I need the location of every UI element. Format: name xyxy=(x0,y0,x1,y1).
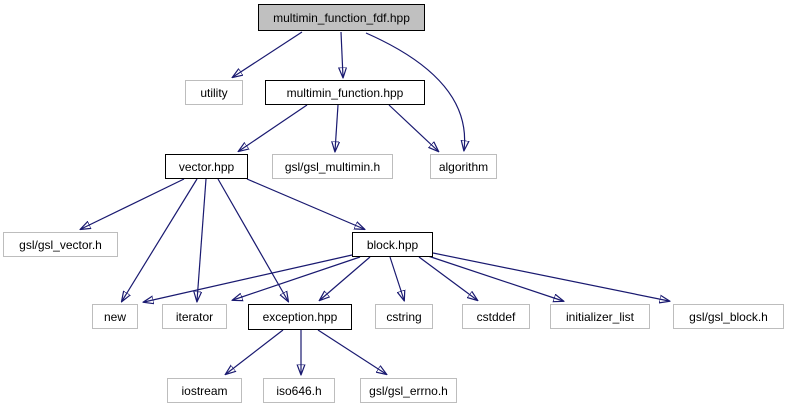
edge-vector-to-gsl_vector xyxy=(81,178,185,229)
node-cstring: cstring xyxy=(375,304,433,329)
node-new: new xyxy=(92,304,138,329)
node-algorithm: algorithm xyxy=(430,154,497,179)
edge-exception-to-gsl_errno xyxy=(317,329,386,374)
edge-fdf-to-multimin xyxy=(341,31,343,77)
node-iterator: iterator xyxy=(162,304,227,329)
edge-vector-to-iterator xyxy=(197,178,207,301)
edge-vector-to-new xyxy=(122,178,198,301)
node-vector[interactable]: vector.hpp xyxy=(165,154,248,179)
edge-block-to-iterator xyxy=(233,256,361,300)
edge-block-to-new xyxy=(144,254,353,302)
node-initializer-list: initializer_list xyxy=(550,304,650,329)
edge-block-to-cstring xyxy=(389,256,404,300)
node-fdf: multimin_function_fdf.hpp xyxy=(258,4,425,31)
node-block[interactable]: block.hpp xyxy=(352,232,433,257)
node-iso646: iso646.h xyxy=(263,378,335,403)
node-exception[interactable]: exception.hpp xyxy=(248,304,352,330)
node-gsl-vector: gsl/gsl_vector.h xyxy=(3,232,118,257)
edge-fdf-to-algorithm xyxy=(365,32,465,150)
edge-fdf-to-utility xyxy=(233,31,303,77)
node-iostream: iostream xyxy=(167,378,242,403)
edge-vector-to-block xyxy=(246,178,364,229)
node-cstddef: cstddef xyxy=(462,304,530,329)
edge-exception-to-iostream xyxy=(226,329,284,374)
node-gsl-block: gsl/gsl_block.h xyxy=(673,304,784,329)
edge-vector-to-exception xyxy=(217,178,288,301)
node-utility: utility xyxy=(185,80,243,105)
edge-multimin-to-vector xyxy=(239,104,308,151)
edge-block-to-exception xyxy=(320,256,371,300)
node-gsl-multimin: gsl/gsl_multimin.h xyxy=(272,154,393,179)
edge-block-to-cstddef xyxy=(418,256,477,300)
edge-multimin-to-gsl_multimin xyxy=(335,104,338,151)
edge-block-to-initializer_list xyxy=(427,255,563,301)
node-multimin[interactable]: multimin_function.hpp xyxy=(265,80,425,105)
edge-multimin-to-algorithm xyxy=(388,104,438,151)
edge-block-to-gsl_block xyxy=(432,252,669,301)
node-gsl-errno: gsl/gsl_errno.h xyxy=(360,378,457,403)
